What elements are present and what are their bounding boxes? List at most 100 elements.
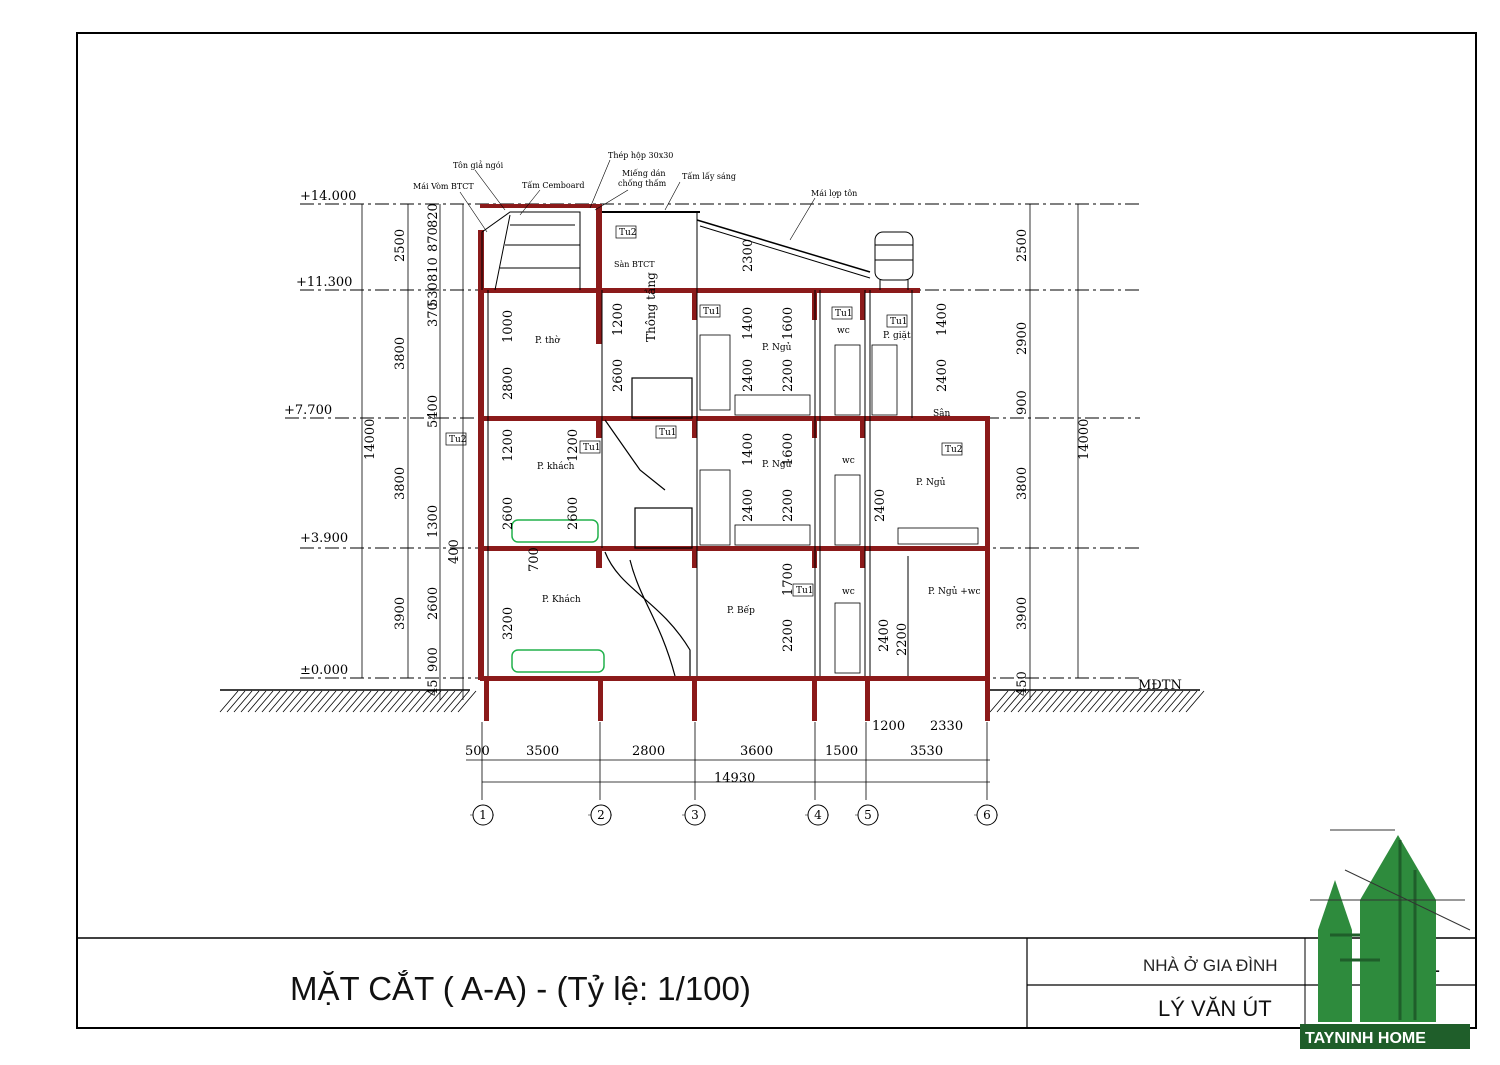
dim-2800: 2800: [501, 367, 516, 400]
dim-2400-c: 2400: [935, 359, 950, 392]
dim-2400-e: 2400: [877, 619, 892, 652]
left-dim-3800-a: 3800: [393, 337, 408, 370]
owner-label: LÝ VĂN ÚT: [1158, 996, 1272, 1021]
bdim-2800: 2800: [632, 744, 665, 759]
tag-boxes: Tu2 Tu1 Tu1 Tu1 Tu2 Tu2 Tu1 Tu1 Tu1: [445, 225, 963, 597]
dim-2300: 2300: [741, 239, 756, 272]
dim-1000: 1000: [501, 310, 516, 343]
left-dim-370: 370: [426, 302, 441, 327]
bdim-total: 14930: [714, 771, 755, 786]
dim-1400-b: 1400: [741, 433, 756, 466]
room-labels: P. thờ P. khách P. Khách P. Bếp P. Ngủ P…: [535, 272, 981, 616]
note-san-btct: Sàn BTCT: [614, 260, 655, 269]
logo-text: TAYNINH HOME: [1305, 1030, 1426, 1047]
right-dimension-lines: [1029, 204, 1079, 700]
axis-2: 2: [597, 808, 605, 822]
left-dim-5400: 5400: [426, 395, 441, 428]
bottom-dimension-lines: [466, 722, 990, 800]
room-giat: P. giặt: [883, 331, 911, 341]
left-dim-1300: 1300: [426, 505, 441, 538]
tag-tu1-c: Tu1: [890, 317, 908, 327]
tag-tu1-f: Tu1: [796, 586, 814, 596]
right-dim-3900: 3900: [1015, 597, 1030, 630]
room-khach-ground: P. Khách: [542, 594, 581, 605]
bdim-3600: 3600: [740, 744, 773, 759]
left-total-dim: 14000: [363, 419, 378, 460]
dim-1400-c: 1400: [935, 303, 950, 336]
dim-2200-c: 2200: [781, 619, 796, 652]
room-khach-upper: P. khách: [537, 461, 575, 472]
dim-2330: 2330: [930, 719, 963, 734]
dim-2600-b: 2600: [566, 497, 581, 530]
room-ngu-wc: P. Ngủ +wc: [928, 586, 981, 597]
dim-2400-b: 2400: [741, 489, 756, 522]
room-bep: P. Bếp: [727, 605, 755, 616]
bdim-3530: 3530: [910, 744, 943, 759]
right-dim-450: 450: [1015, 671, 1030, 696]
level-7700: +7.700: [284, 403, 332, 418]
room-ngu-2b: P. Ngủ: [916, 477, 946, 488]
right-dim-2500: 2500: [1015, 229, 1030, 262]
dim-2200-d: 2200: [895, 623, 910, 656]
tag-tu1-b: Tu1: [835, 309, 853, 319]
project-label: NHÀ Ở GIA ĐÌNH: [1143, 956, 1278, 975]
right-dim-3800: 3800: [1015, 467, 1030, 500]
dim-1600-a: 1600: [781, 307, 796, 340]
dim-2600-a: 2600: [501, 497, 516, 530]
level-11300: +11.300: [296, 275, 352, 290]
left-dim-2600: 2600: [426, 587, 441, 620]
room-tho: P. thờ: [535, 335, 560, 346]
left-dim-3800-b: 3800: [393, 467, 408, 500]
room-ngu-3: P. Ngủ: [762, 342, 792, 353]
left-dimension-lines: [361, 204, 464, 700]
grid-axes: 1 2 3 4 5 6: [470, 804, 1000, 826]
left-dim-820: 820: [426, 203, 441, 228]
ground: [219, 689, 1205, 713]
axis-3: 3: [691, 808, 699, 822]
dim-2200-a: 2200: [781, 359, 796, 392]
dim-1600-b: 1600: [781, 433, 796, 466]
room-thong-tang: Thông tầng: [643, 272, 658, 342]
left-dim-3900: 3900: [393, 597, 408, 630]
axis-1: 1: [479, 808, 487, 822]
dim-1700: 1700: [781, 563, 796, 596]
tag-tu2-roof: Tu2: [619, 228, 637, 238]
axis-6: 6: [983, 808, 991, 822]
dim-2400-a: 2400: [741, 359, 756, 392]
bdim-3500: 3500: [526, 744, 559, 759]
room-wc-1: wc: [842, 587, 855, 597]
left-dim-2500: 2500: [393, 229, 408, 262]
right-dim-900: 900: [1015, 390, 1030, 415]
level-lines: [285, 203, 1140, 679]
drawing-title: MẶT CẮT ( A-A) - (Tỷ lệ: 1/100): [290, 970, 751, 1007]
axis-4: 4: [814, 808, 822, 822]
right-dim-2900: 2900: [1015, 322, 1030, 355]
dim-2600-c: 2600: [611, 359, 626, 392]
roof-annotations: Tôn giả ngói Mái Vòm BTCT Tấm Cemboard T…: [413, 151, 857, 269]
left-dim-810: 810: [426, 257, 441, 282]
building-section: [478, 204, 990, 721]
level-14000: +14.000: [300, 189, 356, 204]
tag-tu2-left: Tu2: [449, 435, 467, 445]
tag-tu1-e: Tu1: [659, 428, 677, 438]
room-ngu-2a: P. Ngủ: [762, 459, 792, 470]
room-wc-2: wc: [842, 456, 855, 466]
dim-3200: 3200: [501, 607, 516, 640]
left-dim-400: 400: [447, 539, 462, 564]
bdim-1500: 1500: [825, 744, 858, 759]
dim-1400-a: 1400: [741, 307, 756, 340]
note-mai-lop-ton: Mái lợp tôn: [811, 189, 857, 198]
dim-1200-c: 1200: [611, 303, 626, 336]
level-3900: +3.900: [300, 531, 348, 546]
tayninh-home-logo: TAYNINH HOME: [1300, 829, 1471, 1049]
ground-label: MĐTN: [1138, 678, 1182, 693]
interior-dimensions: 1000 2800 1200 2600 1200 2600 700 3200 1…: [501, 239, 963, 734]
tag-tu1-a: Tu1: [703, 307, 721, 317]
left-dim-45: 45: [426, 679, 441, 696]
tag-tu1-d: Tu1: [583, 443, 601, 453]
left-dim-530: 530: [426, 282, 441, 307]
room-wc-3: wc: [837, 326, 850, 336]
